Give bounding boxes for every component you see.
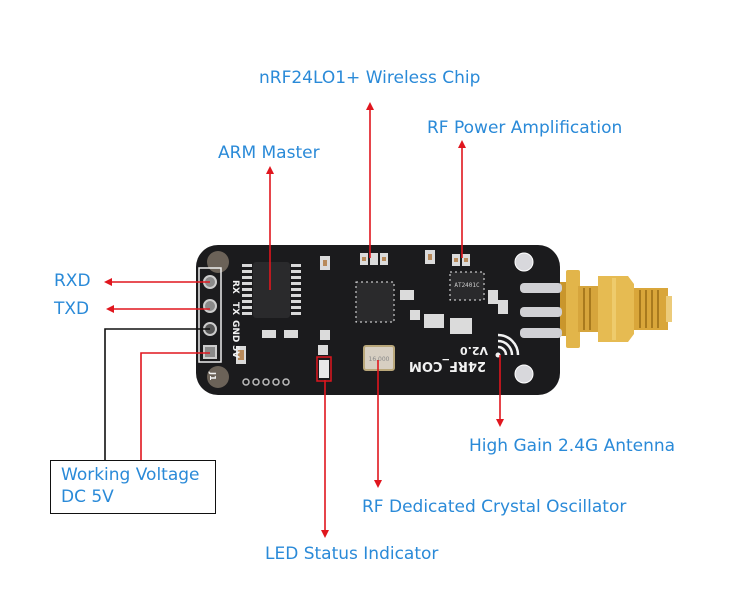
label-arm-master: ARM Master [218,143,320,163]
label-nrf-chip: nRF24LO1+ Wireless Chip [259,68,481,88]
pa-chip-marking: AT2401C [454,282,480,289]
header-label: J1 [208,371,217,381]
led-highlight-box [316,356,332,382]
wire-gnd [104,328,210,460]
label-rxd: RXD [54,271,91,291]
board-model-text: 24RF_COM [409,358,486,373]
wire-5v [140,352,210,460]
pin-label-5v: 5V [230,345,240,358]
pin-label-tx: TX [230,302,240,315]
crystal-oscillator [363,345,395,371]
label-txd: TXD [54,299,90,319]
working-voltage-box: Working Voltage DC 5V [50,460,216,514]
nrf24-chip [355,281,395,323]
label-antenna: High Gain 2.4G Antenna [469,436,676,456]
pin-label-gnd: GND [230,320,240,342]
arm-mcu-chip [242,262,301,318]
label-rf-power: RF Power Amplification [427,118,623,138]
voltage-line-1: Working Voltage [61,465,200,485]
board-version-text: V2.0 [460,344,488,357]
label-led: LED Status Indicator [265,544,439,564]
sma-antenna-connector [548,270,672,348]
pa-chip [449,271,485,301]
label-crystal: RF Dedicated Crystal Oscillator [362,497,627,517]
voltage-line-2: DC 5V [61,487,114,507]
wireless-signal-icon [495,333,520,358]
pin-label-rx: RX [230,280,240,294]
led-component [319,360,329,378]
crystal-marking: 16.000 [369,356,390,363]
